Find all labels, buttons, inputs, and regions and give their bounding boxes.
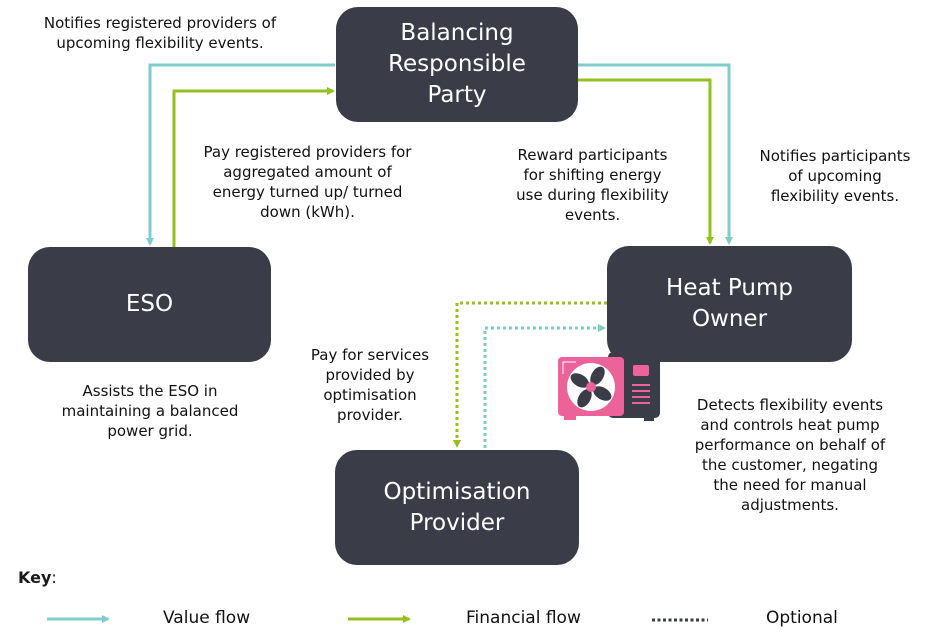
label-line: of upcoming [788, 167, 882, 185]
label-line: down (kWh). [260, 203, 355, 221]
label-line: use during flexibility [516, 186, 669, 204]
key-financial-flow-label: Financial flow [466, 608, 581, 628]
key-title-colon: : [51, 568, 57, 587]
label-line: optimisation [323, 386, 417, 404]
heat-pump-icon [558, 352, 660, 421]
key-title-text: Key [18, 568, 52, 587]
label-line: events. [564, 206, 621, 224]
label-line: provided by [325, 366, 415, 384]
label-line: the customer, negating [701, 456, 879, 474]
label-line: energy turned up/ turned [212, 183, 403, 201]
label-reward-participants: Reward participants for shifting energy … [500, 145, 685, 225]
label-line: power grid. [107, 422, 193, 440]
label-line: Reward participants [517, 146, 668, 164]
label-line: aggregated amount of [223, 163, 392, 181]
label-line: the need for manual [713, 476, 867, 494]
label-notify-registered-providers: Notifies registered providers of upcomin… [20, 13, 300, 53]
node-brp-line1: Balancing [400, 20, 514, 46]
node-heat-pump-owner: Heat Pump Owner [607, 246, 852, 362]
node-eso: ESO [28, 247, 271, 362]
label-line: performance on behalf of [694, 436, 886, 454]
key-optional-label: Optional [766, 608, 838, 628]
node-op-line1: Optimisation [383, 478, 531, 505]
label-line: and controls heat pump [700, 416, 880, 434]
financial-flow-eso-to-brp [172, 87, 335, 248]
label-eso-description: Assists the ESO in maintaining a balance… [50, 381, 250, 441]
value-flow-brp-to-hpo [578, 63, 733, 245]
label-line: Detects flexibility events [696, 396, 884, 414]
node-hpo-line1: Heat Pump [666, 275, 793, 301]
node-eso-label: ESO [125, 291, 174, 317]
label-line: Notifies participants [759, 147, 911, 165]
node-brp-line2: Responsible [388, 51, 526, 77]
label-line: maintaining a balanced [61, 402, 239, 420]
node-brp-line3: Party [427, 82, 487, 108]
label-line: Pay for services [310, 346, 430, 364]
value-flow-brp-to-eso [146, 63, 335, 246]
optional-financial-flow-hpo-to-op [453, 301, 607, 448]
label-line: for shifting energy [523, 166, 662, 184]
label-pay-for-services: Pay for services provided by optimisatio… [300, 345, 440, 425]
label-notify-participants: Notifies participants of upcoming flexib… [745, 146, 925, 206]
label-line: provider. [337, 406, 403, 424]
label-pay-registered-providers: Pay registered providers for aggregated … [185, 142, 430, 222]
label-line: Notifies registered providers of [43, 14, 277, 32]
node-hpo-line2: Owner [691, 306, 768, 332]
node-balancing-responsible-party: Balancing Responsible Party [336, 7, 578, 122]
label-line: adjustments. [741, 496, 839, 514]
label-line: upcoming flexibility events. [56, 34, 264, 52]
financial-flow-brp-to-hpo [578, 78, 714, 245]
node-optimisation-provider: Optimisation Provider [335, 450, 579, 565]
key-value-flow-label: Value flow [163, 608, 251, 628]
label-line: flexibility events. [770, 187, 900, 205]
label-optimisation-description: Detects flexibility events and controls … [680, 395, 900, 515]
node-op-line2: Provider [409, 509, 505, 536]
label-line: Assists the ESO in [82, 382, 218, 400]
label-line: Pay registered providers for [203, 143, 412, 161]
optional-value-flow-op-to-hpo [483, 324, 606, 448]
key-title: Key: [18, 568, 57, 587]
